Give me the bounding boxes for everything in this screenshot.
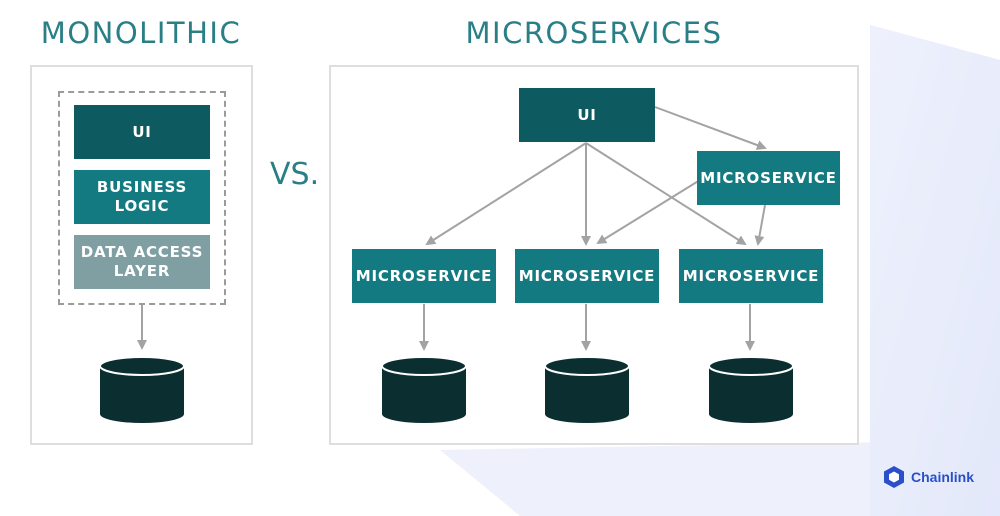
ui-to-top-service-arrow <box>654 106 767 150</box>
microservices-title: MICROSERVICES <box>465 16 723 50</box>
vs-label: VS. <box>270 157 320 192</box>
top-service-to-service-2-arrow <box>596 179 701 245</box>
microservice-box-2: MICROSERVICE <box>515 249 659 303</box>
top-microservice-box: MICROSERVICE <box>697 151 840 205</box>
microservices-ui-box: UI <box>519 88 655 142</box>
ui-to-service-3-arrow <box>585 142 747 246</box>
top-service-to-service-3-arrow <box>754 204 766 246</box>
monolith-business-logic-layer: BUSINESS LOGIC <box>74 170 210 224</box>
microservice-box-3: MICROSERVICE <box>679 249 823 303</box>
chainlink-brand: Chainlink <box>883 465 974 489</box>
monolithic-title: MONOLITHIC <box>40 16 242 50</box>
monolith-ui-layer: UI <box>74 105 210 159</box>
ui-to-service-1-arrow <box>425 142 587 246</box>
chainlink-label: Chainlink <box>911 469 975 485</box>
monolith-database-icon <box>99 356 185 423</box>
service-1-database-icon <box>381 356 467 423</box>
service-2-database-icon <box>544 356 630 423</box>
chainlink-hexagon-icon <box>884 466 904 488</box>
service-3-database-icon <box>708 356 794 423</box>
monolith-data-access-layer: DATA ACCESS LAYER <box>74 235 210 289</box>
monolith-boundary <box>58 91 226 305</box>
microservice-box-1: MICROSERVICE <box>352 249 496 303</box>
